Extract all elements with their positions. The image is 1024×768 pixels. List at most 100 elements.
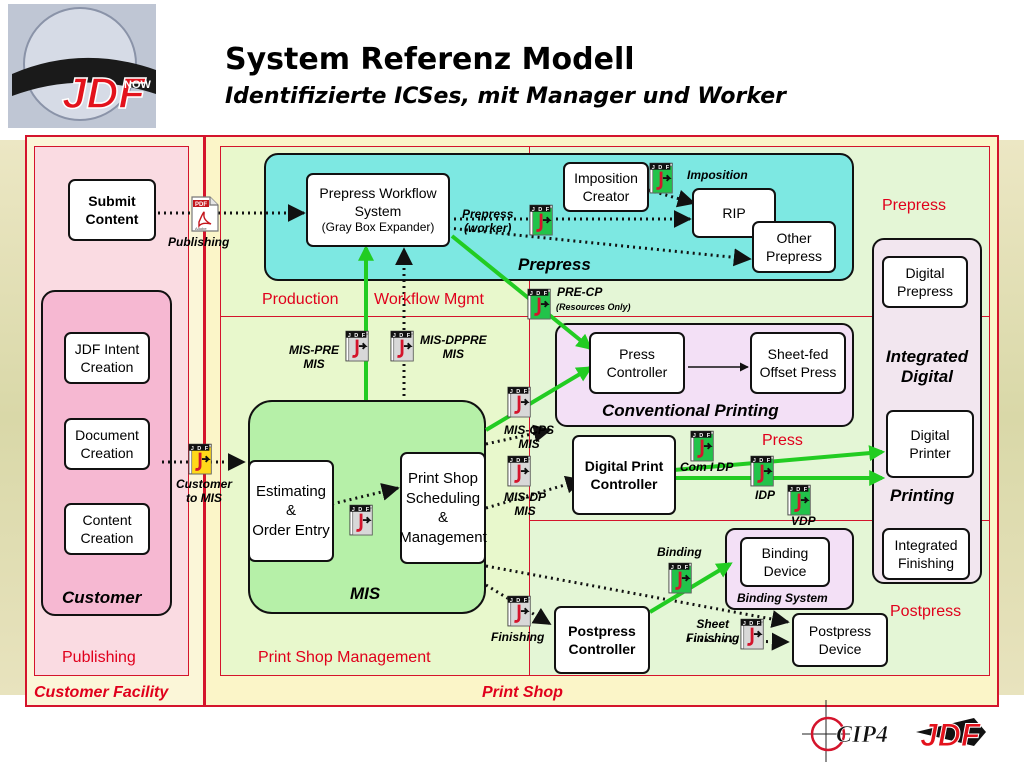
jdf-ticket-icon-pre-cp: J D F (527, 288, 551, 320)
prepress-group-label: Prepress (518, 255, 591, 274)
jdf-footer-logo: JDF (916, 717, 986, 754)
document-creation-box[interactable]: Document Creation (64, 418, 150, 470)
svg-text:J D F: J D F (790, 487, 808, 493)
svg-text:J D F: J D F (510, 458, 528, 464)
idp-label: IDP (755, 488, 776, 502)
customer-facility-label: Customer Facility (34, 684, 169, 701)
print-shop-label: Print Shop (482, 684, 563, 701)
imposition-creator-label: Imposition Creator (574, 169, 638, 204)
publishing-interface-label: Publishing (168, 235, 230, 249)
integrated-digital-label: Integrated Digital (885, 347, 969, 386)
binding-device-box[interactable]: Binding Device (740, 537, 830, 587)
jdf-ticket-icon-mis-dppre: J D F (390, 330, 414, 362)
jdf-now-logo: JDF NOW (8, 4, 156, 128)
mis-dppre-label: MIS-DPPRE MIS (420, 333, 487, 362)
svg-text:J D F: J D F (743, 621, 761, 627)
page-title: System Referenz Modell (225, 42, 635, 77)
binding-interface-label: Binding (657, 545, 702, 559)
publishing-zone-label: Publishing (62, 649, 136, 666)
resources-only-label: (Resources Only) (556, 302, 631, 312)
sheet-finishing-label: Sheet Finishing (686, 617, 740, 646)
svg-text:PDF: PDF (195, 202, 207, 208)
finishing-interface-label: Finishing (491, 630, 545, 644)
jdf-ticket-icon-finishing: J D F (507, 595, 531, 627)
svg-text:J D F: J D F (652, 165, 670, 171)
postpress-zone-label: Postpress (890, 603, 962, 620)
page-subtitle: Identifizierte ICSes, mit Manager und Wo… (225, 84, 786, 109)
imposition-creator-box[interactable]: Imposition Creator (563, 162, 649, 212)
svg-text:J D F: J D F (532, 207, 550, 213)
svg-text:JDF: JDF (920, 717, 982, 753)
rip-label: RIP (722, 204, 746, 221)
cip4-logo: CIP4 (802, 700, 888, 762)
print-shop-scheduling-box[interactable]: Print Shop Scheduling & Management (399, 452, 487, 564)
estimating-order-entry-label: Estimating & Order Entry (252, 482, 330, 539)
press-controller-box[interactable]: Press Controller (589, 332, 685, 394)
postpress-controller-label: Postpress Controller (568, 622, 636, 657)
postpress-device-box[interactable]: Postpress Device (792, 613, 888, 667)
mis-cps-label: MIS-CPS MIS (504, 423, 555, 452)
print-shop-management-label: Print Shop Management (258, 649, 431, 666)
digital-printer-box[interactable]: Digital Printer (886, 410, 974, 478)
svg-text:J D F: J D F (348, 333, 366, 339)
binding-system-label: Binding System (737, 591, 828, 605)
estimating-order-entry-box[interactable]: Estimating & Order Entry (248, 460, 334, 562)
svg-text:CIP4: CIP4 (836, 722, 888, 748)
jdf-intent-creation-box[interactable]: JDF Intent Creation (64, 332, 150, 384)
conventional-printing-label: Conventional Printing (602, 401, 779, 420)
svg-text:J D F: J D F (510, 598, 528, 604)
svg-text:J D F: J D F (191, 446, 209, 452)
sheet-fed-offset-press-box[interactable]: Sheet-fed Offset Press (750, 332, 846, 394)
prepress-zone-label: Prepress (882, 197, 947, 214)
content-creation-label: Content Creation (80, 511, 134, 546)
mis-dp-label: MIS-DP MIS (504, 490, 546, 519)
jdf-ticket-icon-mis-dp: J D F (507, 455, 531, 487)
mis-pre-label: MIS-PRE MIS (289, 343, 340, 372)
mis-group-label: MIS (350, 584, 381, 603)
integrated-finishing-box[interactable]: Integrated Finishing (882, 528, 970, 580)
imposition-interface-label: Imposition (687, 168, 748, 182)
submit-content-label: Submit Content (85, 192, 139, 227)
printing-label: Printing (890, 486, 955, 505)
binding-device-label: Binding Device (761, 544, 809, 579)
sheet-fed-offset-press-label: Sheet-fed Offset Press (759, 345, 837, 380)
digital-print-controller-box[interactable]: Digital Print Controller (572, 435, 676, 515)
jdf-ticket-icon-idp: J D F (750, 455, 774, 487)
prepress-workflow-label: Prepress Workflow System (319, 185, 437, 220)
svg-text:JDF: JDF (62, 69, 146, 118)
jdf-ticket-icon-prepress-worker: J D F (529, 204, 553, 236)
document-creation-label: Document Creation (75, 426, 139, 461)
postpress-device-label: Postpress Device (808, 622, 872, 657)
pre-cp-label: PRE-CP (557, 285, 603, 299)
jdf-ticket-icon-binding: J D F (668, 562, 692, 594)
postpress-controller-box[interactable]: Postpress Controller (554, 606, 650, 674)
content-creation-box[interactable]: Content Creation (64, 503, 150, 555)
digital-printer-label: Digital Printer (909, 426, 951, 461)
svg-text:J D F: J D F (393, 333, 411, 339)
gray-box-expander-label: (Gray Box Expander) (321, 220, 435, 235)
jdf-ticket-icon-estimating: J D F (349, 504, 373, 536)
digital-prepress-label: Digital Prepress (896, 264, 954, 299)
other-prepress-box[interactable]: Other Prepress (752, 221, 836, 273)
svg-text:J D F: J D F (530, 291, 548, 297)
other-prepress-label: Other Prepress (765, 229, 823, 264)
svg-text:Adobe: Adobe (195, 226, 207, 231)
zone-divider-top (220, 316, 990, 317)
jdf-ticket-icon-mis-pre: J D F (345, 330, 369, 362)
svg-text:J D F: J D F (753, 458, 771, 464)
submit-content-box[interactable]: Submit Content (68, 179, 156, 241)
jdf-intent-creation-label: JDF Intent Creation (74, 340, 140, 375)
jdf-ticket-icon-vdp: J D F (787, 484, 811, 516)
jdf-ticket-icon-imposition: J D F (649, 162, 673, 194)
svg-text:J D F: J D F (352, 507, 370, 513)
production-label: Production (262, 291, 339, 308)
press-controller-label: Press Controller (606, 345, 668, 380)
digital-prepress-box[interactable]: Digital Prepress (882, 256, 968, 308)
digital-print-controller-label: Digital Print Controller (584, 457, 664, 492)
customer-to-mis-label: Customer to MIS (176, 477, 233, 506)
prepress-workflow-system-box[interactable]: Prepress Workflow System (Gray Box Expan… (306, 173, 450, 247)
jdf-ticket-icon-com-i-dp: J D F (690, 430, 714, 462)
jdf-ticket-icon-mis-cps: J D F (507, 386, 531, 418)
press-zone-label: Press (762, 432, 803, 449)
